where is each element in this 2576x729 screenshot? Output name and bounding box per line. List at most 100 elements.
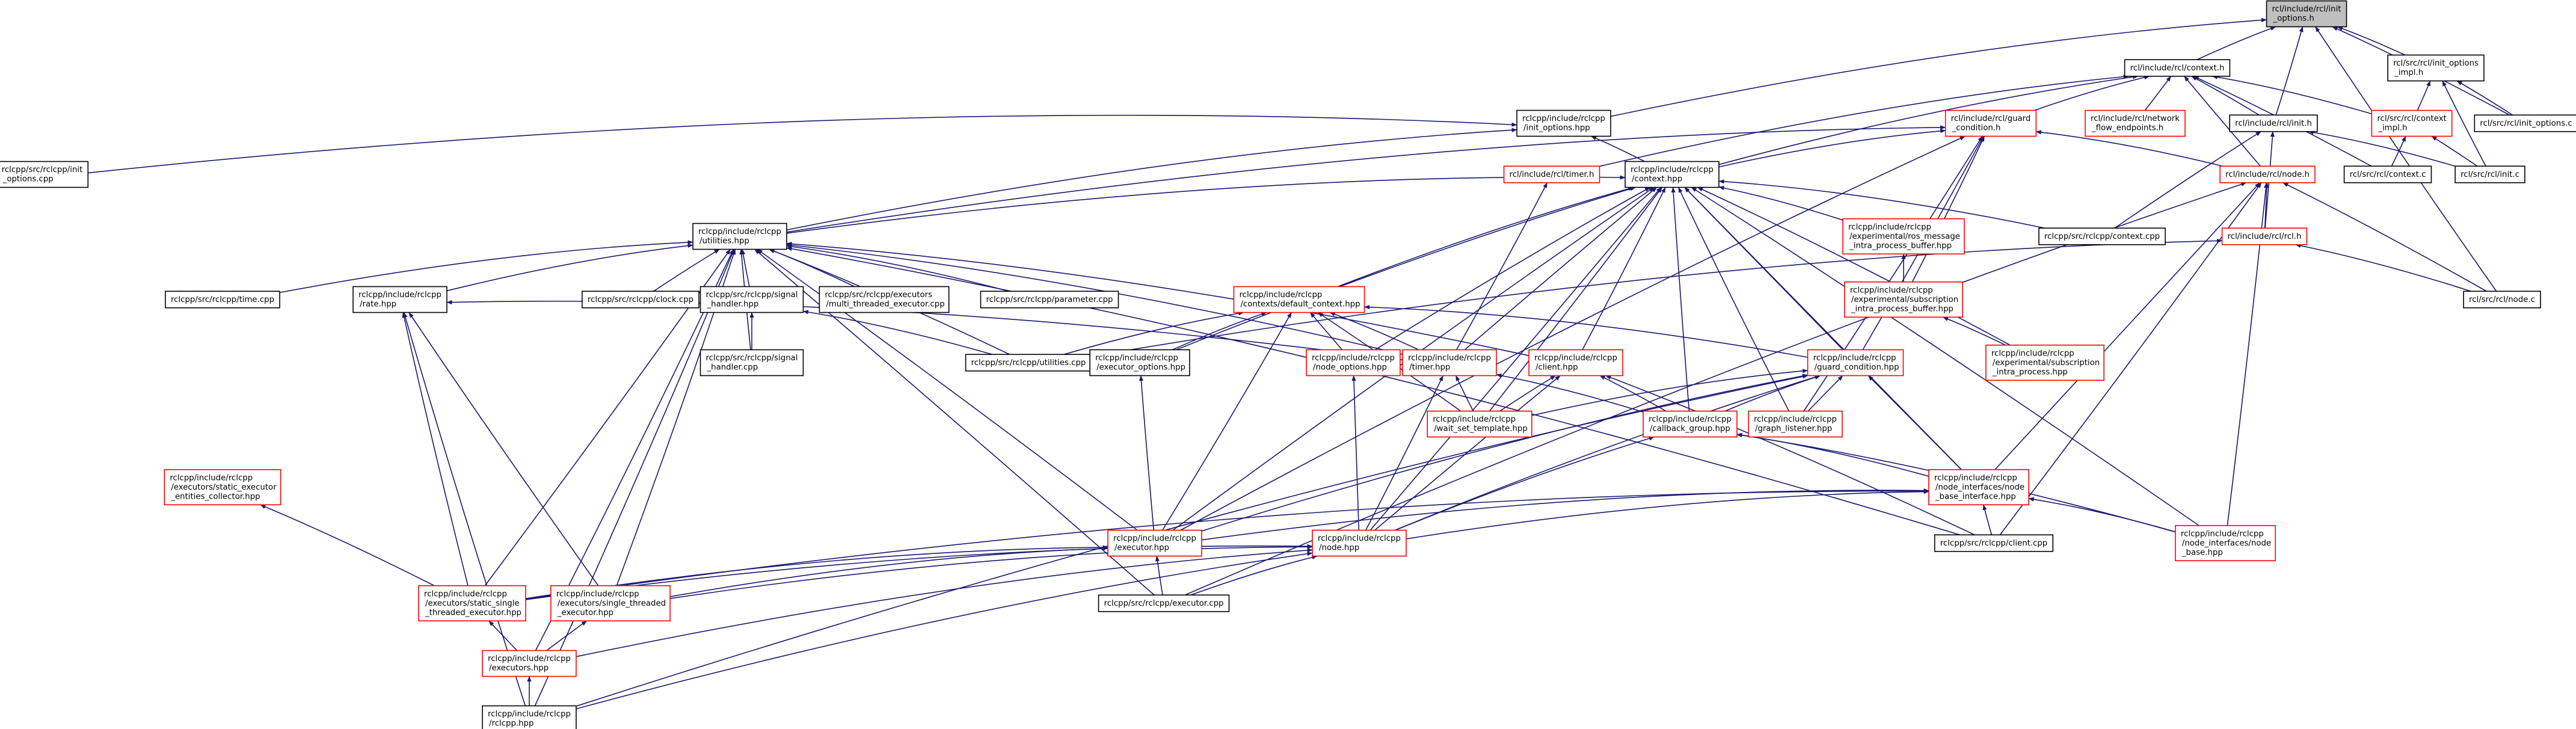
edge-executor-hpp-to-default-context-hpp xyxy=(1162,312,1292,531)
node-rcl-node-h[interactable]: rcl/include/rcl/node.h xyxy=(2219,165,2316,183)
node-box xyxy=(2038,227,2166,245)
node-rclcpp-utilities-cpp[interactable]: rclcpp/src/rclcpp/utilities.cpp xyxy=(965,354,1092,372)
node-callback-group-hpp[interactable]: rclcpp/include/rclcpp/callback_group.hpp xyxy=(1643,410,1738,438)
edge-node-base-interface-hpp-to-guard-condition-hpp xyxy=(1867,375,1962,470)
edge-rclcpp-init-options-cpp-to-rclcpp-init-options-hpp xyxy=(88,114,1517,174)
node-label-line: rcl/include/rcl/timer.h xyxy=(1510,170,1594,179)
node-rclcpp-init-options-cpp[interactable]: rclcpp/src/rclcpp/init_options.cpp xyxy=(0,161,89,188)
edge-rclcpp-init-options-hpp-to-init-options-h xyxy=(1610,17,2267,117)
edge-executor-hpp-to-rcl-guard-condition-h xyxy=(1180,135,1966,531)
node-guard-condition-hpp[interactable]: rclcpp/include/rclcpp/guard_condition.hp… xyxy=(1807,349,1904,377)
node-rclcpp-utilities-hpp[interactable]: rclcpp/include/rclcpp/utilities.hpp xyxy=(692,223,787,250)
edge-rclcpp-hpp-to-guard-condition-hpp xyxy=(576,374,1809,707)
node-label-line: rclcpp/src/rclcpp/utilities.cpp xyxy=(971,358,1086,368)
node-node-base-interface-hpp[interactable]: rclcpp/include/rclcpp/node_interfaces/no… xyxy=(1928,469,2029,506)
node-label-line: rcl/include/rcl/node.h xyxy=(2225,170,2310,179)
edge-callback-group-hpp-to-timer-hpp xyxy=(1496,373,1644,413)
edge-callback-group-hpp-to-guard-condition-hpp xyxy=(1724,375,1821,412)
node-ros-message-ipb-hpp[interactable]: rclcpp/include/rclcpp/experimental/ros_m… xyxy=(1842,218,1965,255)
node-rclcpp-rate-hpp[interactable]: rclcpp/include/rclcpp/rate.hpp xyxy=(352,286,447,313)
node-rclcpp-executor-cpp[interactable]: rclcpp/src/rclcpp/executor.cpp xyxy=(1098,594,1230,612)
node-rclcpp-hpp[interactable]: rclcpp/include/rclcpp/rclcpp.hpp xyxy=(482,705,577,729)
edge-executor-hpp-to-guard-condition-hpp xyxy=(1201,374,1809,532)
edge-callback-group-hpp-to-rclcpp-context-hpp xyxy=(1671,187,1690,411)
edge-rcl-context-impl-h-to-init-options-impl-h xyxy=(2417,81,2431,111)
node-rclcpp-time-cpp[interactable]: rclcpp/src/rclcpp/time.cpp xyxy=(165,291,280,309)
node-label-line: /executors.hpp xyxy=(489,664,549,673)
node-label-line: rclcpp/include/rclcpp xyxy=(488,710,571,719)
node-box xyxy=(1842,218,1965,255)
node-rcl-context-c[interactable]: rcl/src/rcl/context.c xyxy=(2343,165,2432,183)
edge-sub-ipb-hpp-to-rcl-guard-condition-h xyxy=(1911,136,1985,283)
node-default-context-hpp[interactable]: rclcpp/include/rclcpp/contexts/default_c… xyxy=(1233,286,1365,313)
node-rcl-init-options-c[interactable]: rcl/src/rcl/init_options.c xyxy=(2474,114,2576,132)
node-rclcpp-init-options-hpp[interactable]: rclcpp/include/rclcpp/init_options.hpp xyxy=(1516,109,1611,137)
edge-wait-set-template-hpp-to-guard-condition-hpp xyxy=(1531,369,1809,416)
node-graph-listener-hpp[interactable]: rclcpp/include/rclcpp/graph_listener.hpp xyxy=(1748,410,1843,438)
node-executor-hpp[interactable]: rclcpp/include/rclcpp/executor.hpp xyxy=(1107,529,1202,557)
node-label-line: rcl/src/rcl/context.c xyxy=(2350,170,2426,179)
node-rclcpp-signal-handler-hpp[interactable]: rclcpp/src/rclcpp/signal_handler.hpp xyxy=(699,286,804,313)
edge-node-options-hpp-to-rclcpp-context-hpp xyxy=(1374,186,1650,351)
node-label-line: rclcpp/src/rclcpp/context.cpp xyxy=(2044,232,2160,241)
node-sub-ip-hpp[interactable]: rclcpp/include/rclcpp/experimental/subsc… xyxy=(1985,344,2104,381)
node-box xyxy=(1844,281,1963,318)
edge-rclcpp-executor-cpp-to-executor-hpp xyxy=(1155,556,1163,595)
node-label-line: rclcpp/include/rclcpp xyxy=(1534,354,1617,363)
node-node-options-hpp[interactable]: rclcpp/include/rclcpp/node_options.hpp xyxy=(1306,349,1401,377)
node-rcl-init-c[interactable]: rcl/src/rcl/init.c xyxy=(2455,165,2525,183)
node-rclcpp-context-hpp[interactable]: rclcpp/include/rclcpp/context.hpp xyxy=(1625,161,1720,188)
node-rclcpp-parameter-cpp[interactable]: rclcpp/src/rclcpp/parameter.cpp xyxy=(980,291,1119,309)
edge-node-hpp-to-rclcpp-context-hpp xyxy=(1369,186,1662,531)
node-rclcpp-context-cpp[interactable]: rclcpp/src/rclcpp/context.cpp xyxy=(2038,227,2166,245)
node-wait-set-template-hpp[interactable]: rclcpp/include/rclcpp/wait_set_template.… xyxy=(1427,410,1532,438)
node-label-line: /callback_group.hpp xyxy=(1650,425,1730,434)
edge-rclcpp-time-cpp-to-rclcpp-utilities-hpp xyxy=(279,240,693,294)
edge-rcl-node-c-to-rcl-rcl-h xyxy=(2295,243,2471,292)
edge-node-base-interface-hpp-to-rcl-node-h xyxy=(1994,182,2260,470)
node-sub-ipb-hpp[interactable]: rclcpp/include/rclcpp/experimental/subsc… xyxy=(1844,281,1963,318)
node-label-line: rclcpp/include/rclcpp xyxy=(698,227,781,236)
node-rcl-timer-h[interactable]: rcl/include/rcl/timer.h xyxy=(1503,165,1600,183)
edge-rclcpp-utilities-hpp-to-rclcpp-context-hpp xyxy=(786,175,1626,234)
node-static-ste-hpp[interactable]: rclcpp/include/rclcpp/executors/static_s… xyxy=(418,585,526,622)
node-executor-options-hpp[interactable]: rclcpp/include/rclcpp/executor_options.h… xyxy=(1089,349,1190,377)
node-node-hpp[interactable]: rclcpp/include/rclcpp/node.hpp xyxy=(1312,529,1407,557)
node-label-line: /rclcpp.hpp xyxy=(489,719,533,728)
edge-rcl-init-c-to-init-options-impl-h xyxy=(2442,81,2486,167)
node-label-line: /executors/single_threaded xyxy=(558,599,666,608)
node-rcl-network-flow-endpoints-h[interactable]: rcl/include/rcl/network_flow_endpoints.h xyxy=(2085,109,2186,137)
node-box xyxy=(2455,165,2525,183)
node-rcl-node-c[interactable]: rcl/src/rcl/node.c xyxy=(2463,291,2541,309)
node-box xyxy=(1107,529,1202,557)
node-ste-hpp[interactable]: rclcpp/include/rclcpp/executors/single_t… xyxy=(550,585,671,622)
edge-rclcpp-utilities-cpp-to-rclcpp-signal-handler-hpp xyxy=(803,310,992,355)
node-timer-hpp[interactable]: rclcpp/include/rclcpp/timer.hpp xyxy=(1402,349,1497,377)
edge-wait-set-template-hpp-to-timer-hpp xyxy=(1455,375,1474,411)
node-rcl-guard-condition-h[interactable]: rcl/include/rcl/guard_condition.h xyxy=(1944,109,2037,137)
node-box xyxy=(692,223,787,250)
node-rclcpp-clock-cpp[interactable]: rclcpp/src/rclcpp/clock.cpp xyxy=(582,291,699,309)
edge-timer-hpp-to-default-context-hpp xyxy=(1329,312,1419,351)
node-box xyxy=(1748,410,1843,438)
node-node-base-hpp[interactable]: rclcpp/include/rclcpp/node_interfaces/no… xyxy=(2175,524,2276,562)
node-client-hpp[interactable]: rclcpp/include/rclcpp/client.hpp xyxy=(1528,349,1623,377)
node-box xyxy=(2371,109,2453,137)
node-rclcpp-client-cpp[interactable]: rclcpp/src/rclcpp/client.cpp xyxy=(1934,534,2054,552)
node-rclcpp-mte-cpp[interactable]: rclcpp/src/rclcpp/executors/multi_thread… xyxy=(819,286,950,313)
node-label-line: rclcpp/src/rclcpp/clock.cpp xyxy=(588,295,693,304)
node-static-executor-ec-hpp[interactable]: rclcpp/include/rclcpp/executors/static_e… xyxy=(164,469,281,506)
node-rcl-context-impl-h[interactable]: rcl/src/rcl/context_impl.h xyxy=(2371,109,2453,137)
node-rclcpp-signal-handler-cpp[interactable]: rclcpp/src/rclcpp/signal_handler.cpp xyxy=(699,349,804,377)
edge-ste-hpp-to-node-hpp xyxy=(670,544,1313,599)
edge-rcl-node-c-to-init-options-h xyxy=(2315,26,2497,292)
node-rcl-rcl-h[interactable]: rcl/include/rcl/rcl.h xyxy=(2221,227,2308,245)
node-executors-hpp[interactable]: rclcpp/include/rclcpp/executors.hpp xyxy=(482,650,577,677)
edge-rcl-init-c-to-rcl-init-h xyxy=(2308,130,2456,167)
node-label-line: /timer.hpp xyxy=(1409,363,1450,372)
node-init-options-impl-h[interactable]: rcl/src/rcl/init_options_impl.h xyxy=(2387,54,2485,82)
node-box xyxy=(2387,54,2485,82)
node-rcl-init-h[interactable]: rcl/include/rcl/init.h xyxy=(2229,114,2318,132)
node-context-h[interactable]: rcl/include/rcl/context.h xyxy=(2124,59,2231,77)
